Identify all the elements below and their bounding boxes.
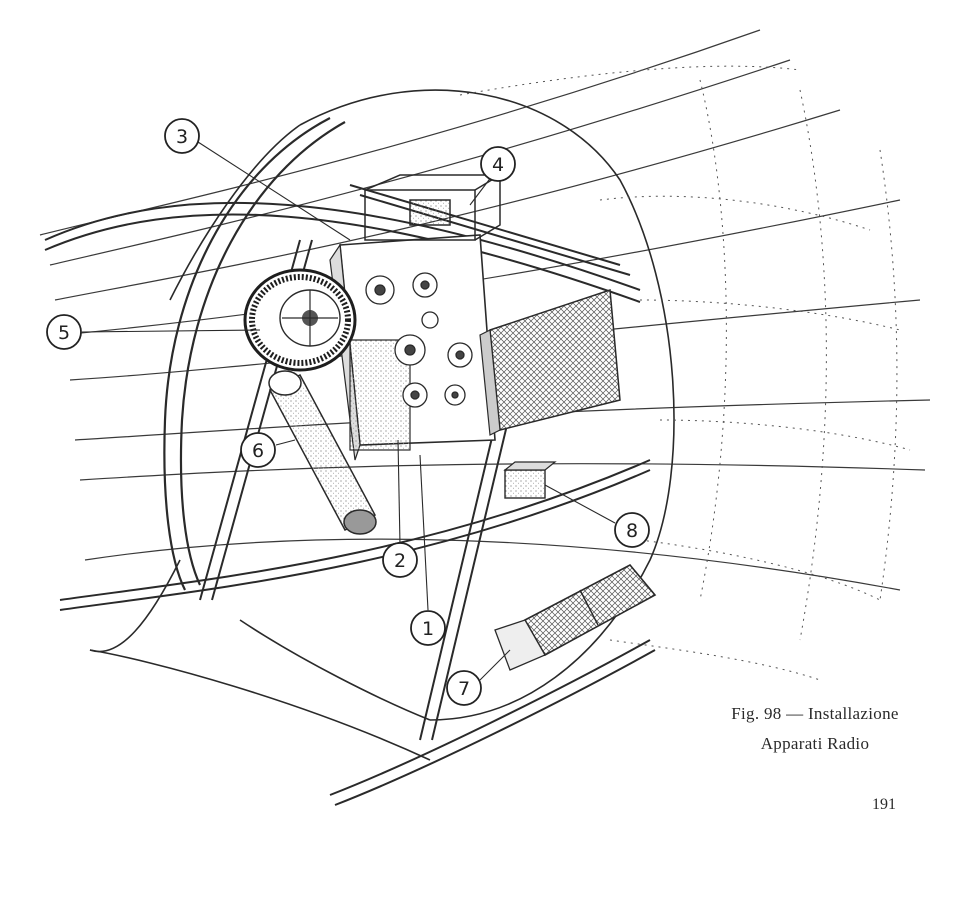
callout-1-label: 1 xyxy=(422,618,434,640)
callout-7: 7 xyxy=(446,670,482,706)
callout-3-label: 3 xyxy=(176,126,188,148)
callout-4-label: 4 xyxy=(492,154,504,176)
callout-3: 3 xyxy=(164,118,200,154)
antenna-reel xyxy=(243,268,357,372)
callout-1: 1 xyxy=(410,610,446,646)
cylinder-unit xyxy=(268,370,377,535)
callout-5: 5 xyxy=(46,314,82,350)
callout-8: 8 xyxy=(614,512,650,548)
fuselage-shell xyxy=(89,89,675,761)
callout-2-label: 2 xyxy=(394,550,406,572)
callout-8-label: 8 xyxy=(626,520,638,542)
page-number: 191 xyxy=(872,796,896,813)
callouts: 1 2 3 4 5 6 7 xyxy=(46,118,650,706)
callout-2: 2 xyxy=(382,542,418,578)
callout-7-label: 7 xyxy=(458,678,470,700)
rivet-lines xyxy=(459,65,911,681)
small-junction-box xyxy=(503,461,557,499)
callout-6-label: 6 xyxy=(252,440,264,462)
callout-4: 4 xyxy=(480,146,516,182)
bulkhead-frame xyxy=(163,117,346,591)
mesh-unit xyxy=(479,288,621,436)
callout-6: 6 xyxy=(240,432,276,468)
callout-5-label: 5 xyxy=(58,322,70,344)
figure-caption-line-2: Apparati Radio xyxy=(760,734,870,753)
radio-panel xyxy=(329,234,496,461)
battery-box xyxy=(494,563,657,671)
figure-caption-line-1: Fig. 98 — Installazione xyxy=(731,704,899,723)
